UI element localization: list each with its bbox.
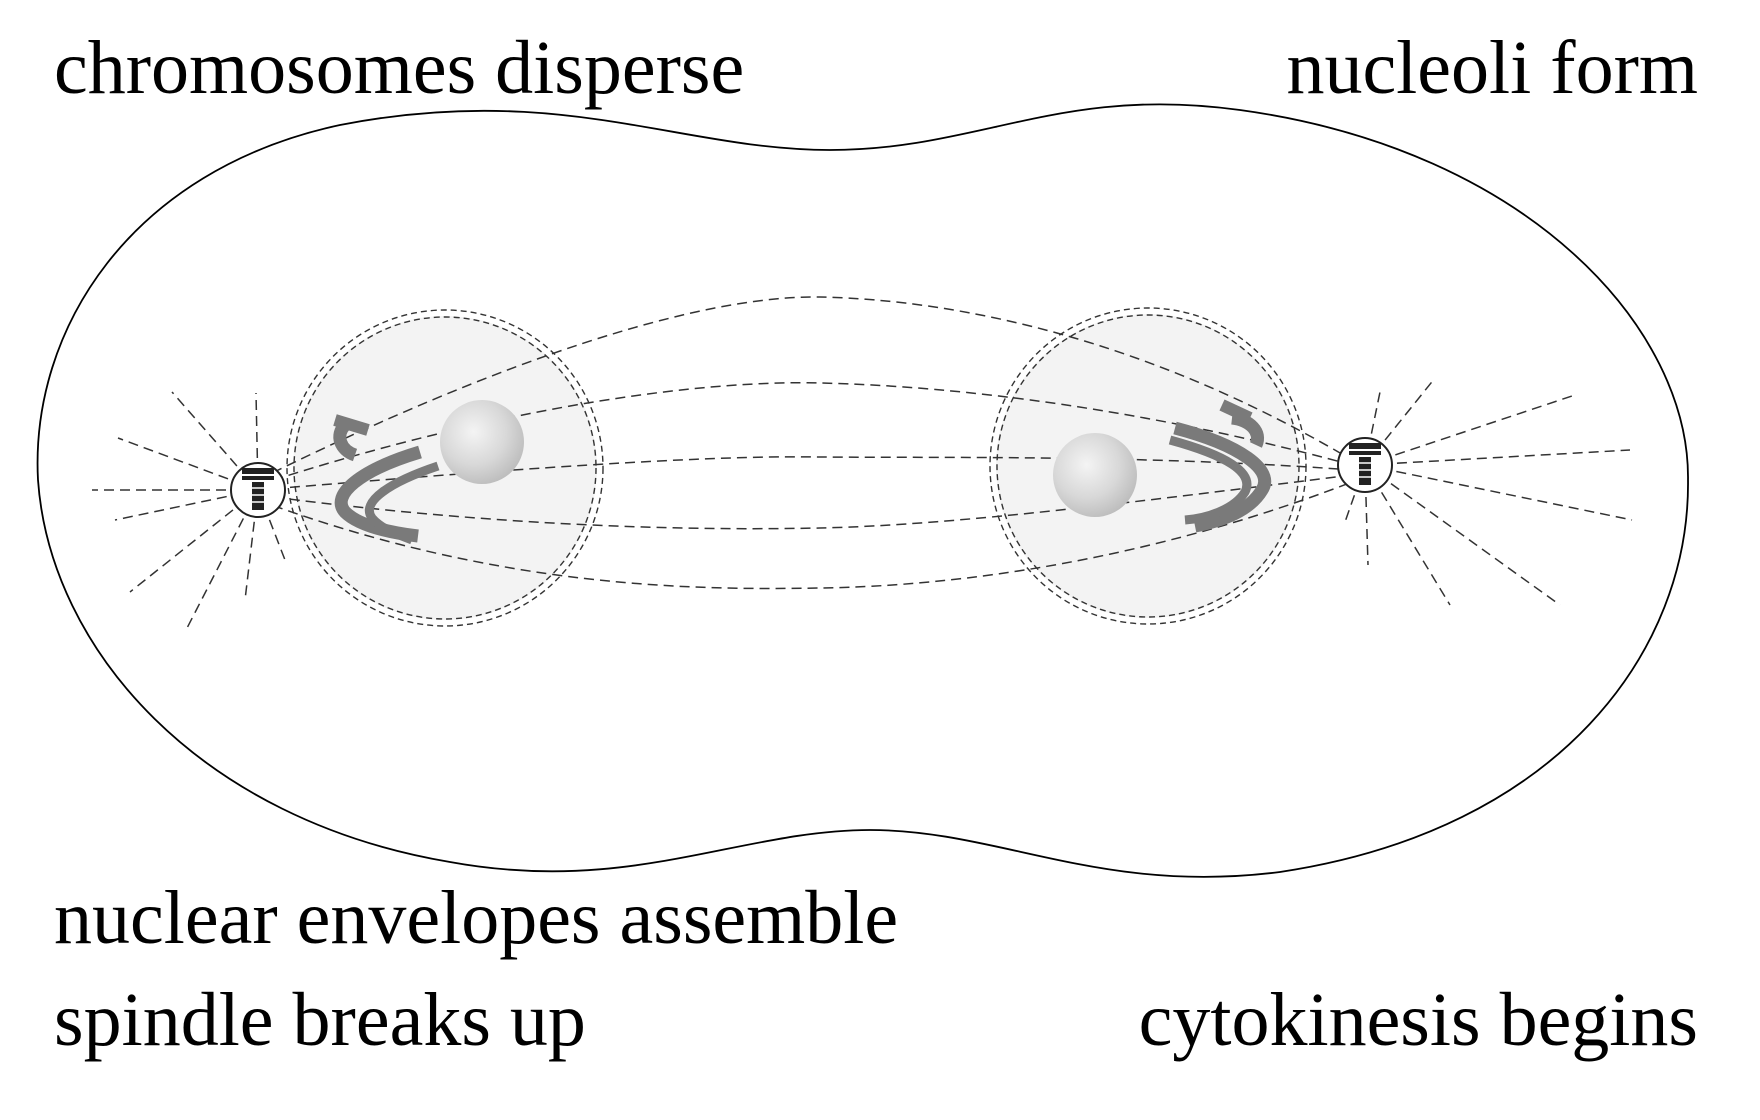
- label-nucleoli-form: nucleoli form: [1286, 26, 1698, 110]
- centrosome-icon: [1337, 437, 1393, 493]
- label-chromosomes-disperse: chromosomes disperse: [54, 26, 745, 110]
- left-chromosomes: [333, 414, 440, 545]
- label-spindle-breaks-up: spindle breaks up: [54, 978, 586, 1062]
- spindle-fibers: [257, 296, 1353, 590]
- cell-membrane: [36, 103, 1689, 878]
- label-nuclear-envelopes-assemble: nuclear envelopes assemble: [54, 876, 899, 960]
- nucleolus-icon: [1053, 433, 1137, 517]
- right-chromosomes: [1168, 399, 1272, 533]
- centrosome-icon: [230, 462, 286, 518]
- label-cytokinesis-begins: cytokinesis begins: [1138, 978, 1698, 1062]
- right-aster: [1344, 377, 1633, 606]
- left-nucleus: [286, 309, 604, 627]
- nucleolus-icon: [440, 400, 524, 484]
